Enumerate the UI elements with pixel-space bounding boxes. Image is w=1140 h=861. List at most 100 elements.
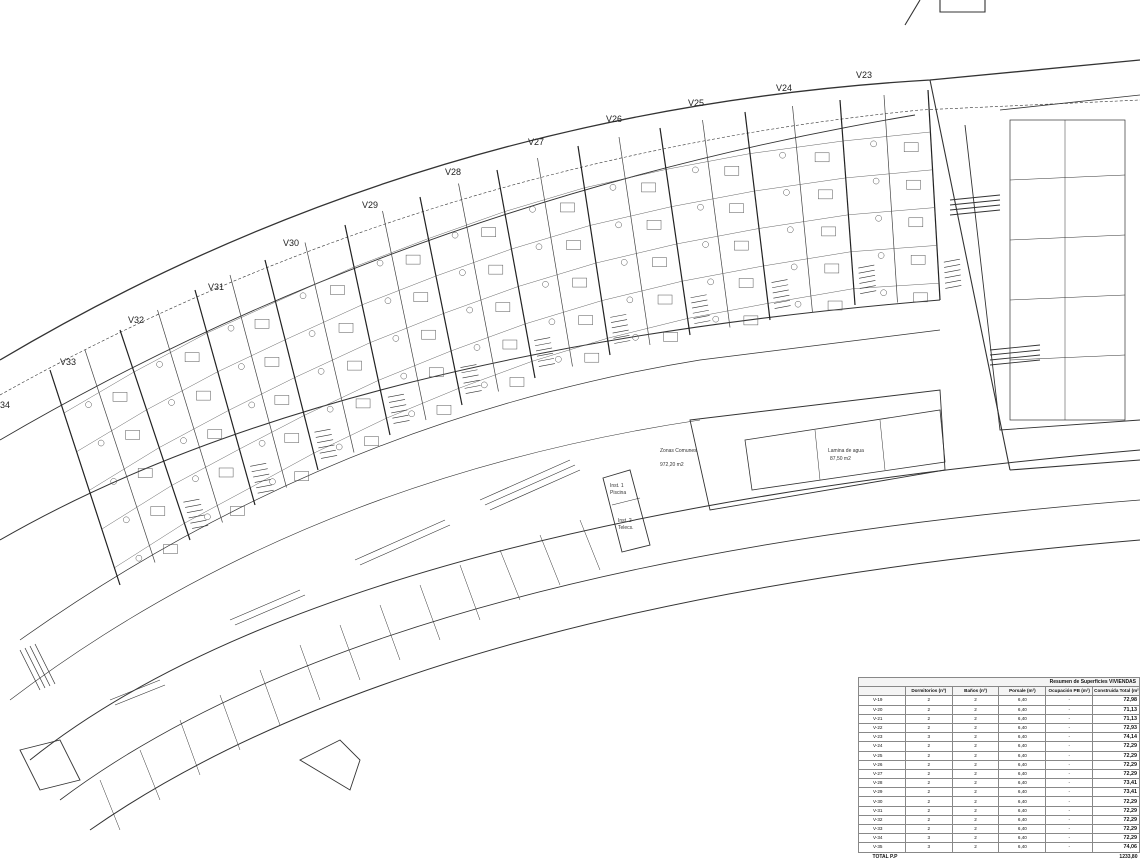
room-wall	[370, 313, 444, 343]
stair-tread	[387, 393, 404, 398]
stair-tread	[536, 347, 553, 352]
table-cell: 2	[904, 741, 953, 752]
road-curve-3	[89, 539, 1140, 831]
furniture-block	[743, 315, 759, 326]
table-cell: 2	[951, 805, 1000, 816]
table-cell: 2	[904, 796, 953, 807]
villa-label: V23	[856, 70, 872, 80]
fixture-symbol	[384, 297, 392, 304]
stair-tread	[462, 374, 479, 379]
stair-tread	[858, 269, 875, 274]
fixture-symbol	[400, 372, 408, 380]
fixture-symbol	[238, 363, 245, 370]
summary-table: Resumen de Superficies VIVIENDAS Dormito…	[858, 676, 1140, 861]
table-cell: -	[1045, 722, 1094, 734]
fixture-symbol	[481, 381, 488, 389]
summary-col-3: Porsale (m²)	[998, 686, 1047, 697]
stair-tread	[691, 299, 708, 304]
table-cell: -	[1045, 842, 1094, 853]
table-cell: V-22	[858, 722, 906, 734]
table-cell: -	[1045, 787, 1094, 798]
furniture-block	[137, 468, 153, 478]
stair-tread	[392, 414, 409, 419]
villa-label: V28	[445, 167, 461, 177]
furniture-block	[818, 189, 833, 200]
furniture-block	[150, 506, 166, 516]
fixture-symbol	[156, 361, 163, 368]
fixture-symbol	[697, 203, 704, 211]
table-cell: 6,40	[998, 842, 1047, 853]
road-curve-2	[59, 499, 1140, 801]
stair-tread	[858, 275, 876, 279]
fixture-symbol	[335, 443, 343, 451]
furniture-block	[738, 278, 754, 288]
furniture-block	[646, 220, 662, 230]
table-cell: 74,14	[1092, 732, 1140, 743]
table-cell: 2	[951, 814, 1000, 826]
fixture-symbol	[609, 184, 617, 191]
room-wall	[63, 371, 135, 414]
table-cell: 6,40	[998, 713, 1047, 724]
table-cell: V-26	[858, 759, 906, 770]
table-cell: 2	[951, 704, 1000, 715]
table-cell: 2	[904, 814, 953, 826]
unit-separator-wall	[264, 259, 319, 471]
furniture-block	[584, 352, 600, 363]
unit-partition	[792, 105, 813, 313]
total-value: 1233,80	[1119, 853, 1138, 860]
table-cell: 72,29	[1092, 796, 1140, 807]
stair-tread	[944, 274, 961, 279]
stair-tread	[611, 324, 628, 329]
stair-tread	[188, 514, 205, 519]
room-wall	[451, 323, 526, 352]
room-wall	[228, 377, 295, 411]
unit-separator-wall	[49, 369, 121, 586]
fixture-symbol	[408, 410, 415, 418]
room-wall	[285, 304, 363, 341]
unit-separator-wall	[496, 169, 536, 379]
furniture-block	[338, 323, 354, 333]
furniture-block	[566, 240, 581, 250]
table-cell: 2	[904, 695, 953, 706]
room-wall	[845, 169, 933, 179]
room-wall	[749, 140, 844, 154]
fixture-symbol	[626, 296, 634, 304]
villa-label: V27	[528, 137, 544, 147]
furniture-block	[502, 339, 518, 350]
lower-left-wall	[19, 739, 361, 791]
table-cell: V-19	[858, 695, 906, 706]
room-wall	[531, 338, 608, 362]
lower-left-stairs	[19, 643, 56, 691]
room-wall	[676, 228, 760, 245]
stair-tread	[772, 289, 789, 294]
room-wall	[504, 187, 585, 212]
furniture-block	[264, 357, 280, 367]
parking-bays	[99, 519, 601, 831]
stair-tread	[692, 304, 709, 309]
table-cell: 72,93	[1092, 722, 1140, 734]
furniture-block	[495, 302, 511, 312]
furniture-block	[413, 292, 429, 302]
fixture-symbol	[872, 177, 880, 185]
furniture-block	[294, 471, 309, 481]
table-cell: 6,40	[998, 787, 1047, 798]
unit-partition	[157, 309, 223, 523]
room-wall	[159, 410, 229, 448]
unit-partition	[883, 94, 898, 303]
table-cell: 2	[951, 741, 1000, 752]
furniture-block	[196, 390, 211, 401]
furniture-block	[284, 433, 300, 443]
garden-line	[19, 329, 941, 641]
furniture-block	[578, 315, 593, 325]
fixture-symbol	[317, 368, 325, 375]
fixture-symbol	[227, 324, 235, 332]
furniture-block	[428, 367, 444, 378]
furniture-block	[436, 405, 452, 415]
